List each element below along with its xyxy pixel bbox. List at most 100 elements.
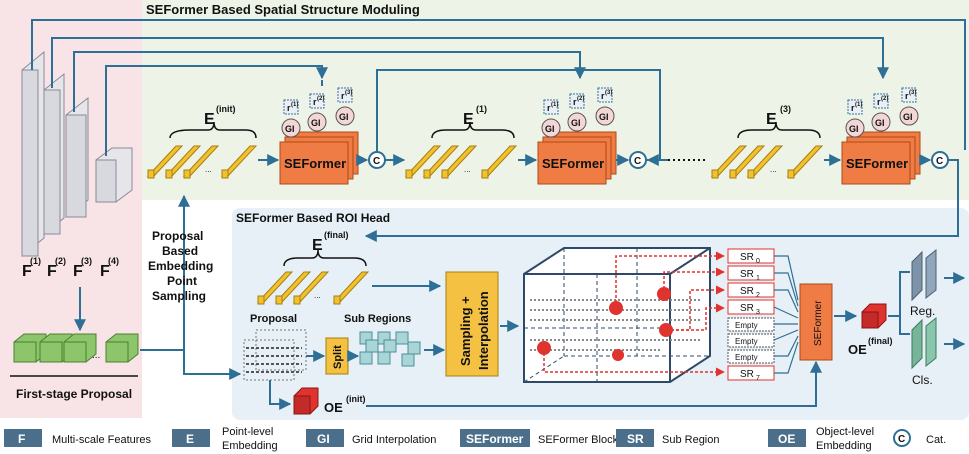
embedding-1-dots: ... xyxy=(464,165,471,174)
legend-key-seformer xyxy=(460,429,530,447)
sampling-block xyxy=(445,271,499,377)
proposal-label: Proposal xyxy=(250,313,297,325)
seformer-stage-3: SEFormer xyxy=(841,131,921,185)
r2-s1: r xyxy=(313,97,317,107)
sr7-sub: 7 xyxy=(756,375,760,382)
r2-s3-sup: (2) xyxy=(881,96,888,102)
embedding-3-dots: ... xyxy=(770,165,777,174)
e-init-sup: (init) xyxy=(216,104,236,114)
seformer-1-label: SEFormer xyxy=(284,156,346,171)
sampling-line2: Interpolation xyxy=(476,291,491,370)
sampling-caption-1: Proposal xyxy=(152,229,203,243)
seformer-3-label: SEFormer xyxy=(846,156,908,171)
legend-key-f xyxy=(4,429,42,447)
f3-label: F xyxy=(73,263,83,280)
roi-seformer-label: SEFormer xyxy=(813,300,824,346)
embedding-final-dots: ... xyxy=(314,291,321,300)
sr0: SR xyxy=(740,252,754,263)
r2-s1-sup: (2) xyxy=(317,96,324,102)
r1-s1: r xyxy=(287,103,291,113)
legend-cat-icon xyxy=(893,429,911,447)
reg-label: Reg. xyxy=(910,304,935,318)
legend-cat-key: C xyxy=(898,434,905,445)
sampling-caption: Proposal Based Embedding Point Sampling xyxy=(148,229,213,303)
r3-s1: r xyxy=(341,91,345,101)
gi-1a: GI xyxy=(285,124,295,134)
e1-sup: (1) xyxy=(476,104,487,114)
seformer-stage-2: SEFormer xyxy=(537,131,617,185)
embedding-init: ... xyxy=(146,145,258,179)
gi-2a: GI xyxy=(545,124,555,134)
cat-2: C xyxy=(634,156,641,167)
sub-region-cubes xyxy=(359,331,421,367)
seformer-stage-1: SEFormer xyxy=(279,131,359,185)
cat-3: C xyxy=(936,156,943,167)
r1-s2: r xyxy=(547,103,551,113)
backbone-links xyxy=(31,19,966,332)
e3-letter: E xyxy=(766,111,777,128)
sr1-sub: 1 xyxy=(756,275,760,282)
gi-2b: GI xyxy=(571,118,581,128)
cls-head xyxy=(911,316,937,370)
r1-s2-sup: (1) xyxy=(551,102,558,108)
r3-s3-sup: (3) xyxy=(909,90,916,96)
brace-3 xyxy=(737,121,821,139)
proposal-cloud xyxy=(243,329,307,381)
legend-e-desc-1: Point-level xyxy=(222,426,273,438)
r3-s2: r xyxy=(601,91,605,101)
embedding-init-dots: ... xyxy=(205,165,212,174)
empty-3: Empty xyxy=(735,353,758,362)
oe-init-sup: (init) xyxy=(346,394,366,404)
legend-key-gi xyxy=(306,429,344,447)
legend-key-oe-text: OE xyxy=(778,432,795,446)
sampling-caption-4: Point xyxy=(167,274,197,288)
oe-final: OE xyxy=(848,342,867,357)
sr2: SR xyxy=(740,286,754,297)
embedding-3: ... xyxy=(710,145,824,179)
legend-sr-desc: Sub Region xyxy=(662,434,720,446)
split-label: Split xyxy=(332,345,344,369)
r1-s3-sup: (1) xyxy=(855,102,862,108)
oe-init-cube xyxy=(293,387,319,415)
feature-labels: F (1) F (2) F (3) F (4) xyxy=(22,256,119,280)
gi-1b: GI xyxy=(311,118,321,128)
gi-3c: GI xyxy=(903,112,913,122)
gi-group-1: r (1) r (2) r (3) GI GI GI xyxy=(281,87,355,138)
r2-s3: r xyxy=(877,97,881,107)
r2-s2-sup: (2) xyxy=(577,96,584,102)
sr7: SR xyxy=(740,369,754,380)
sr3-sub: 3 xyxy=(756,309,760,316)
sampling-caption-3: Embedding xyxy=(148,259,213,273)
legend-key-e-text: E xyxy=(186,432,194,446)
e3-sup: (3) xyxy=(780,104,791,114)
r1-s1-sup: (1) xyxy=(291,102,298,108)
legend-f-desc: Multi-scale Features xyxy=(52,434,152,446)
f3-sup: (3) xyxy=(81,256,92,266)
oe-final-sup: (final) xyxy=(868,336,893,346)
reg-head xyxy=(911,248,937,302)
e1-letter: E xyxy=(463,111,474,128)
oe-init: OE xyxy=(324,400,343,415)
sampling-line1: Sampling + xyxy=(458,296,473,366)
f4-label: F xyxy=(100,263,110,280)
legend-key-f-text: F xyxy=(18,432,25,446)
gi-3a: GI xyxy=(849,124,859,134)
e-final-sup: (final) xyxy=(324,230,349,240)
spatial-title: SEFormer Based Spatial Structure Modulin… xyxy=(146,2,420,17)
proposal-links xyxy=(140,194,242,380)
f1-label: F xyxy=(22,263,32,280)
concat-icons: C C C xyxy=(368,151,949,169)
sr-to-seformer xyxy=(773,255,799,374)
top-flow-arrows xyxy=(258,69,959,242)
sub-regions-label: Sub Regions xyxy=(344,313,411,325)
legend-oe-desc-2: Embedding xyxy=(816,440,872,452)
e-init-letter: E xyxy=(204,111,215,128)
cube-to-sr-links xyxy=(543,251,725,377)
r3-s3: r xyxy=(905,91,909,101)
feature-pyramid xyxy=(21,50,133,258)
e-final-letter: E xyxy=(312,237,323,254)
oe-final-cube xyxy=(861,303,887,329)
sampling-caption-2: Based xyxy=(162,244,198,258)
f1-sup: (1) xyxy=(30,256,41,266)
r3-s2-sup: (3) xyxy=(605,90,612,96)
